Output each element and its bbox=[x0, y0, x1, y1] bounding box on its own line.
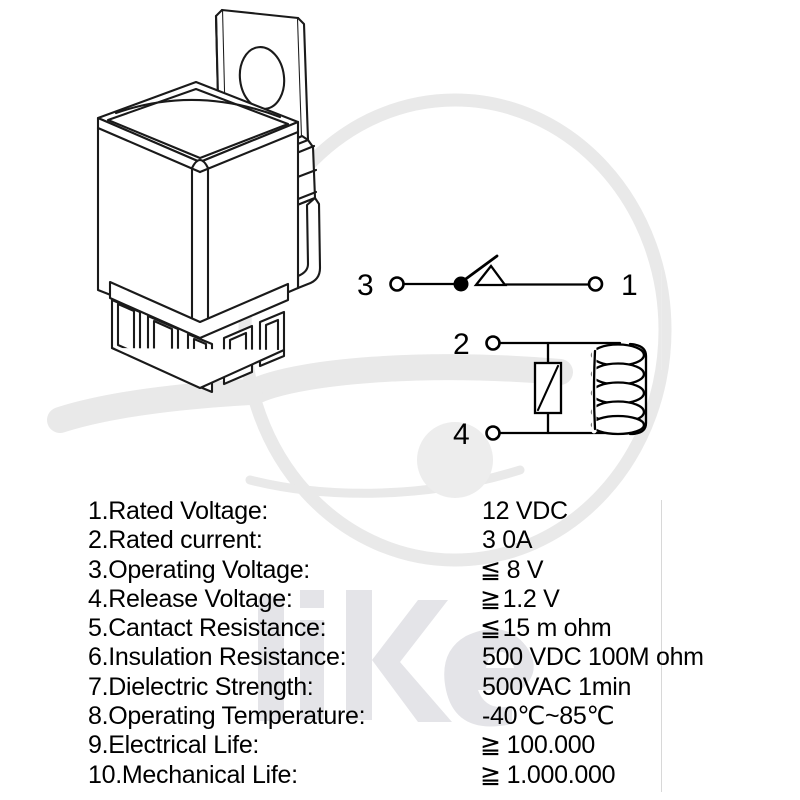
spec-value: 500 VDC 100M ohm bbox=[482, 643, 704, 672]
spec-row: 4.Release Voltage: ≧1.2 V bbox=[88, 585, 788, 614]
spec-label: 3.Operating Voltage: bbox=[88, 555, 310, 584]
spec-value: 500VAC 1min bbox=[482, 672, 632, 701]
schematic-label-3: 3 bbox=[357, 269, 374, 302]
spec-value: ≦8 V bbox=[480, 555, 544, 584]
spec-label: 8.Operating Temperature: bbox=[88, 702, 366, 731]
spec-label: 9.Electrical Life: bbox=[88, 731, 260, 760]
spec-row: 2.Rated current: 3 0A bbox=[88, 526, 788, 555]
spec-value: ≧1.2 V bbox=[480, 584, 560, 613]
schematic-label-2: 2 bbox=[453, 328, 470, 361]
spec-label: 6.Insulation Resistance: bbox=[88, 643, 347, 672]
terminal-2-node bbox=[485, 335, 501, 351]
spec-row: 3.Operating Voltage: ≦8 V bbox=[88, 556, 788, 585]
spec-value: ≧1.000.000 bbox=[480, 760, 616, 789]
spec-value: ≧100.000 bbox=[480, 731, 595, 760]
spec-label: 2.Rated current: bbox=[88, 526, 263, 555]
schematic-label-1: 1 bbox=[621, 269, 638, 302]
spec-value: 3 0A bbox=[482, 526, 533, 555]
terminal-1-node bbox=[587, 276, 604, 292]
spec-row: 6.Insulation Resistance: 500 VDC 100M oh… bbox=[88, 643, 788, 672]
spec-label: 7.Dielectric Strength: bbox=[88, 672, 314, 701]
spec-label: 1.Rated Voltage: bbox=[88, 497, 269, 525]
spec-row: 7.Dielectric Strength: 500VAC 1min bbox=[88, 673, 788, 702]
relay-product-illustration bbox=[96, 8, 322, 394]
spec-value: -40℃~85℃ bbox=[482, 702, 615, 731]
spec-label: 4.Release Voltage: bbox=[88, 584, 293, 613]
schematic-label-4: 4 bbox=[453, 418, 470, 451]
terminal-4-node bbox=[485, 425, 501, 441]
spec-label: 5.Cantact Resistance: bbox=[88, 614, 327, 643]
spec-value: 12 VDC bbox=[482, 497, 568, 525]
faint-vertical-rule bbox=[661, 500, 662, 792]
spec-row: 5.Cantact Resistance: ≦15 m ohm bbox=[88, 614, 788, 643]
spec-row: 8.Operating Temperature: -40℃~85℃ bbox=[88, 702, 788, 731]
coil-turns bbox=[590, 343, 646, 436]
spec-row: 1.Rated Voltage: 12 VDC bbox=[88, 497, 788, 526]
spec-value: ≦15 m ohm bbox=[480, 614, 612, 643]
relay-schematic-diagram: 3 1 2 4 bbox=[357, 254, 648, 451]
spec-row: 10.Mechanical Life: ≧1.000.000 bbox=[88, 761, 788, 790]
terminal-3-node bbox=[389, 276, 405, 292]
spec-label: 10.Mechanical Life: bbox=[88, 760, 298, 789]
spec-row: 9.Electrical Life: ≧100.000 bbox=[88, 731, 788, 760]
specification-list: 1.Rated Voltage: 12 VDC 2.Rated current:… bbox=[88, 497, 788, 790]
